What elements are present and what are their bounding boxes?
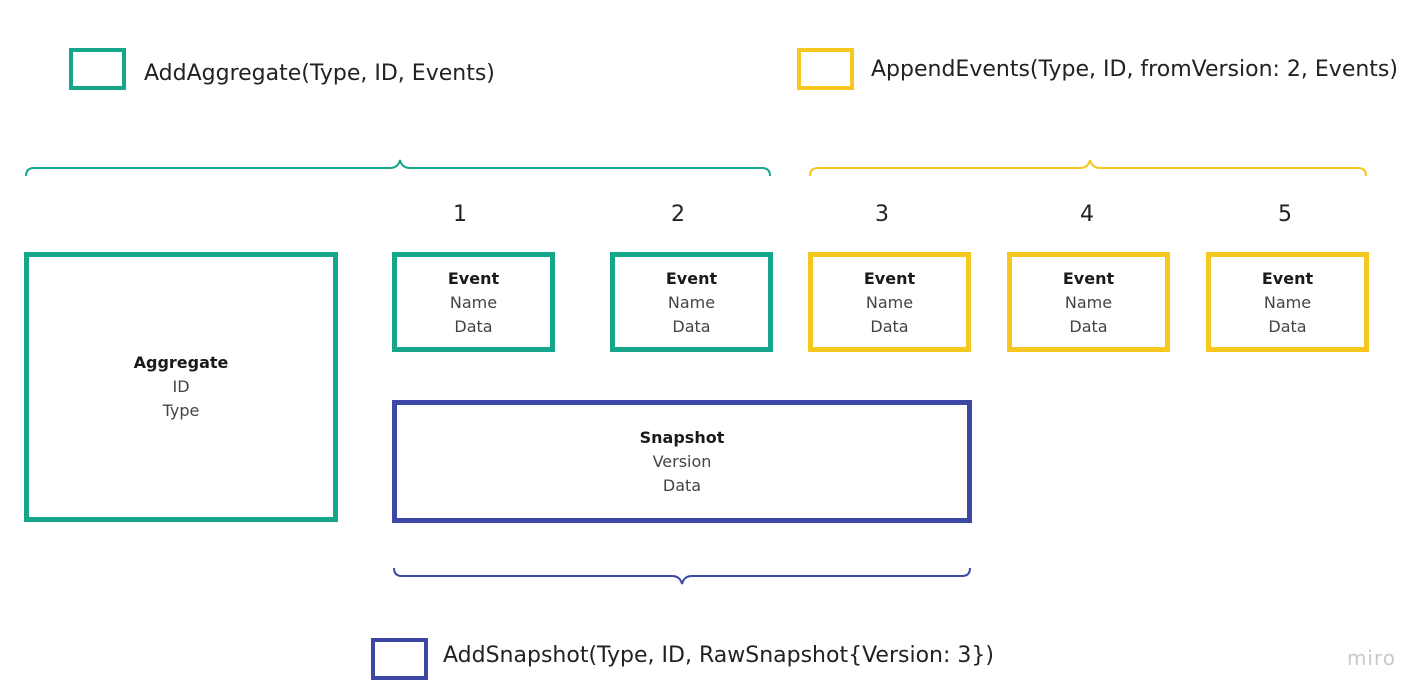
event-box-3[interactable]: Event Name Data [808, 252, 971, 352]
version-number-2: 2 [671, 202, 685, 227]
event-title: Event [447, 269, 500, 288]
event-box-4[interactable]: Event Name Data [1007, 252, 1170, 352]
event-field-name: Name [667, 293, 716, 312]
snapshot-title: Snapshot [639, 427, 725, 447]
legend-label-add-snapshot: AddSnapshot(Type, ID, RawSnapshot{Versio… [443, 643, 994, 668]
legend-label-append-events: AppendEvents(Type, ID, fromVersion: 2, E… [871, 57, 1398, 82]
event-title: Event [863, 269, 916, 288]
brace-add-aggregate [25, 159, 771, 177]
snapshot-box[interactable]: Snapshot Version Data [392, 400, 972, 523]
legend-label-add-aggregate: AddAggregate(Type, ID, Events) [144, 61, 495, 86]
event-field-name: Name [449, 293, 498, 312]
snapshot-field-data: Data [662, 475, 702, 495]
legend-swatch-add-aggregate [69, 48, 126, 90]
event-title: Event [665, 269, 718, 288]
event-field-data: Data [454, 317, 493, 336]
aggregate-title: Aggregate [133, 353, 229, 372]
event-box-2[interactable]: Event Name Data [610, 252, 773, 352]
version-number-3: 3 [875, 202, 889, 227]
version-number-1: 1 [453, 202, 467, 227]
event-title: Event [1062, 269, 1115, 288]
miro-watermark: miro [1346, 646, 1396, 670]
brace-append-events [809, 159, 1367, 177]
event-title: Event [1261, 269, 1314, 288]
event-field-data: Data [870, 317, 909, 336]
event-box-5[interactable]: Event Name Data [1206, 252, 1369, 352]
brace-add-snapshot [393, 567, 971, 585]
version-number-5: 5 [1278, 202, 1292, 227]
event-field-name: Name [865, 293, 914, 312]
legend-swatch-add-snapshot [371, 638, 428, 680]
legend-swatch-append-events [797, 48, 854, 90]
event-field-data: Data [1069, 317, 1108, 336]
event-box-1[interactable]: Event Name Data [392, 252, 555, 352]
event-field-name: Name [1263, 293, 1312, 312]
event-field-data: Data [1268, 317, 1307, 336]
event-field-data: Data [672, 317, 711, 336]
version-number-4: 4 [1080, 202, 1094, 227]
event-field-name: Name [1064, 293, 1113, 312]
aggregate-field-type: Type [162, 401, 200, 420]
aggregate-field-id: ID [172, 377, 190, 396]
aggregate-box[interactable]: Aggregate ID Type [24, 252, 338, 522]
snapshot-field-version: Version [652, 451, 712, 471]
